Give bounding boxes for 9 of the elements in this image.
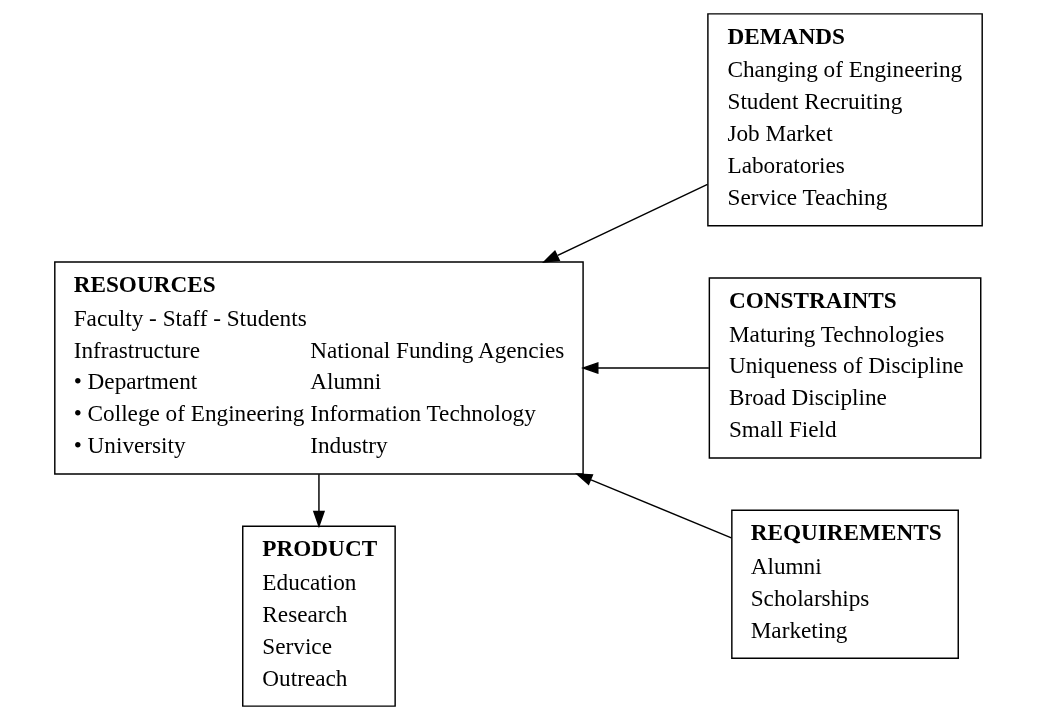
node-box: RESOURCES Faculty - Staff - Students Infrastructure National Funding Agencies • Department Alumni • College of Engineering Information Technology • University Industry	[54, 261, 584, 475]
arrow	[541, 183, 709, 263]
arrow	[312, 473, 326, 529]
node-box: CONSTRAINTS Maturing Technologies Uniqueness of Discipline Broad Discipline Small Field	[708, 277, 982, 459]
arrow	[581, 361, 710, 375]
node-box: REQUIREMENTS Alumni Scholarships Marketing	[731, 509, 959, 659]
node-box: PRODUCT Education Research Service Outreach	[242, 525, 396, 707]
arrow	[575, 473, 733, 539]
node-box: DEMANDS Changing of Engineering Student Recruiting Job Market Laboratories Service Teaching	[707, 13, 983, 227]
